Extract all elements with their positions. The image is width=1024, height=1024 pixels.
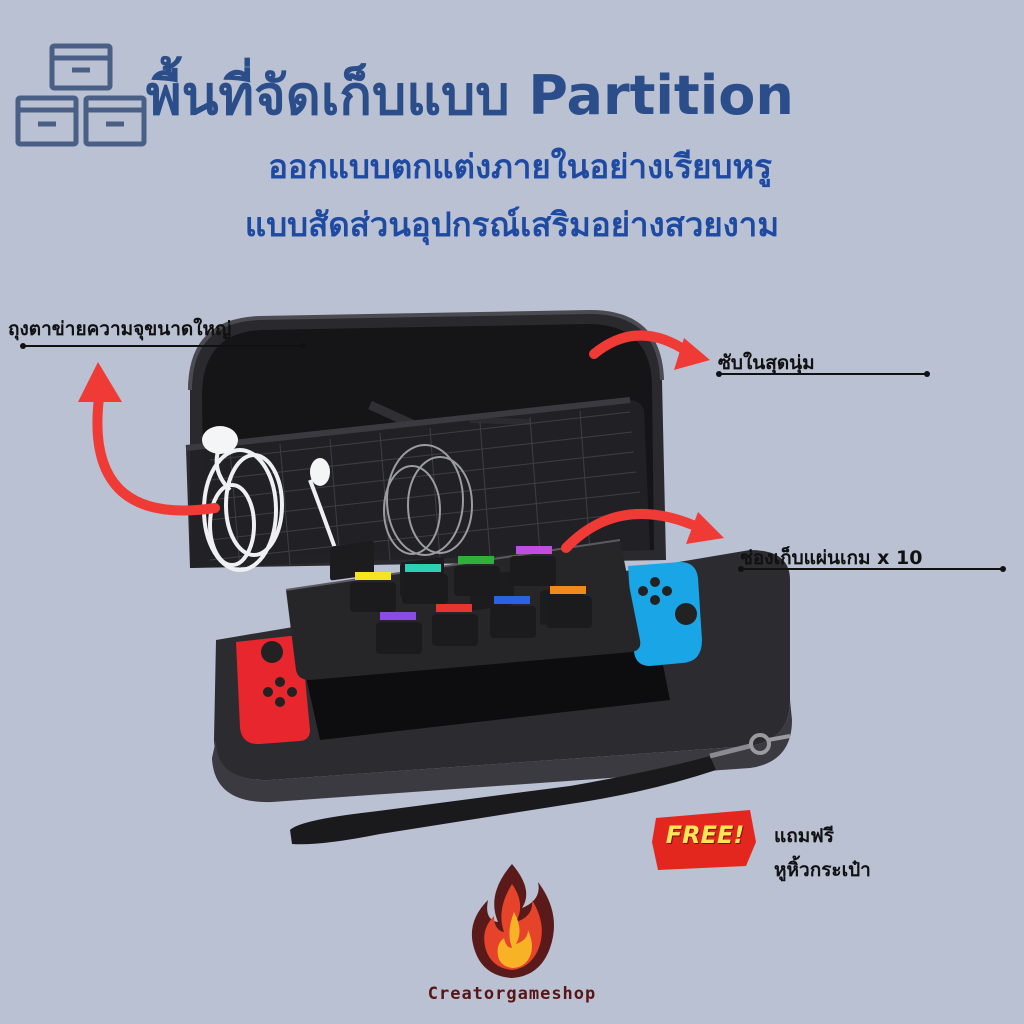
- wrist-strap: [290, 756, 716, 845]
- callout-underline: [738, 566, 1006, 572]
- page-subtitle-1: ออกแบบตกแต่งภายในอย่างเรียบหรู: [268, 147, 772, 186]
- arrow-icon: [78, 362, 220, 516]
- callout-game-slots: ช่องเก็บแผ่นเกม x 10: [740, 547, 923, 569]
- free-line-1: แถมฟรี: [774, 825, 834, 847]
- callout-underline: [20, 343, 306, 349]
- arrow-icon: [561, 508, 724, 553]
- free-line-2: หูหิ้วกระเป๋า: [774, 859, 871, 881]
- callout-soft-lining: ซับในสุดนุ่ม: [718, 352, 815, 374]
- flame-logo: [471, 864, 554, 978]
- arrow-icon: [589, 330, 710, 370]
- mesh-pocket: [186, 400, 650, 568]
- product-illustration: [185, 309, 792, 845]
- joycon-red: [236, 636, 310, 745]
- free-badge-text: FREE!: [665, 821, 745, 849]
- free-badge: FREE!: [650, 808, 760, 872]
- brand-name: Creatorgameshop: [427, 984, 597, 1004]
- callout-underline: [716, 371, 930, 377]
- page-subtitle-2: แบบสัดส่วนอุปกรณ์เสริมอย่างสวยงาม: [244, 205, 780, 244]
- page-title: พื้นที่จัดเก็บแบบ Partition: [146, 64, 794, 127]
- storage-boxes-icon: [15, 43, 147, 147]
- callout-mesh-pocket: ถุงตาข่ายความจุขนาดใหญ่: [8, 318, 232, 340]
